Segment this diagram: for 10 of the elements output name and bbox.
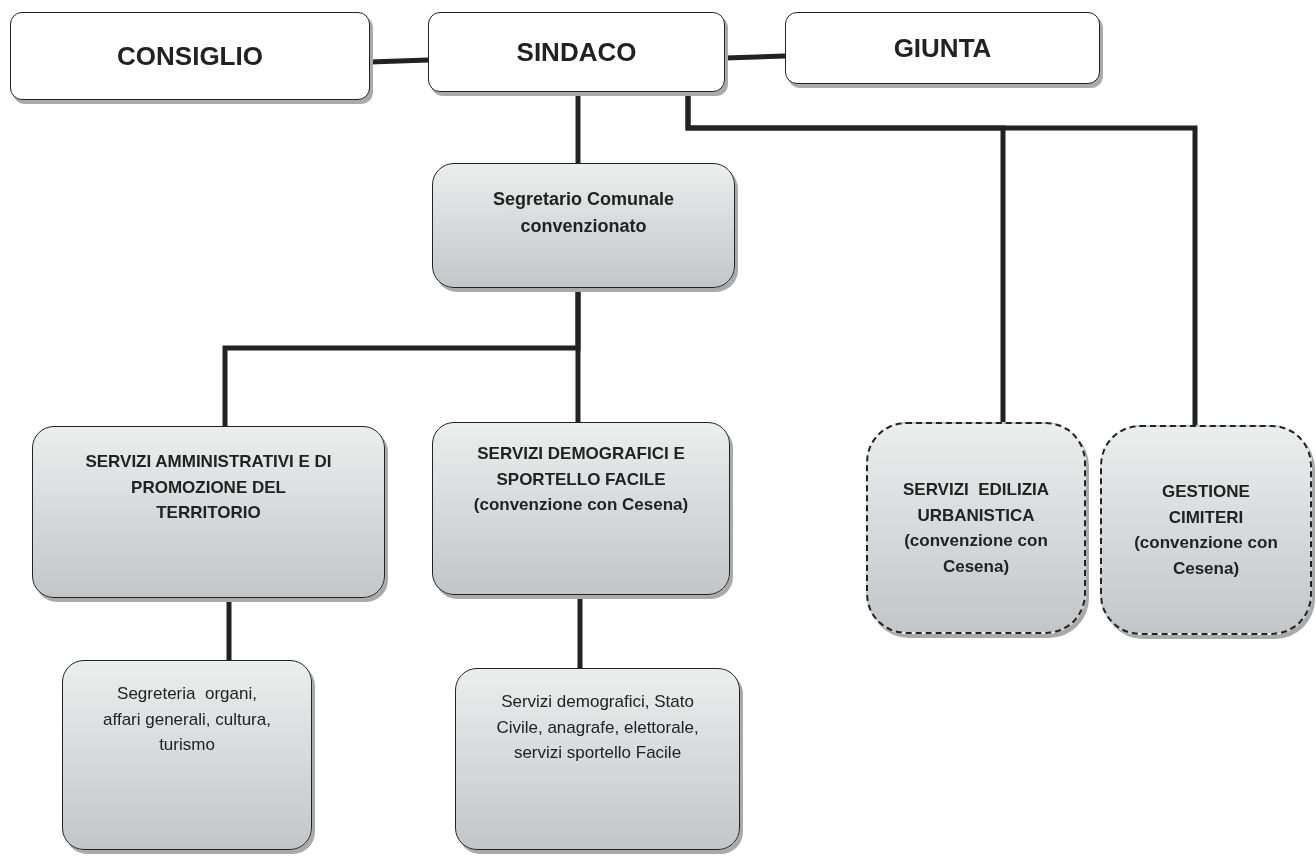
box-label: GIUNTA [893, 31, 992, 65]
box-label: CONSIGLIO [117, 39, 263, 73]
box-label: Servizi demografici, Stato Civile, anagrafe, elettorale, servizi sportello Facile [495, 691, 700, 764]
box-label: Segreteria organi, affari generali, cultura, turismo [102, 683, 272, 756]
box-label: SERVIZI AMMINISTRATIVI E DI PROMOZIONE DEL TERRITORIO [84, 451, 333, 524]
box-label: GESTIONE CIMITERI (convenzione con Cesena) [1133, 481, 1279, 580]
box-label: SERVIZI EDILIZIA URBANISTICA (convenzione con Cesena) [901, 479, 1051, 578]
box-label: SERVIZI DEMOGRAFICI E SPORTELLO FACILE (convenzione con Cesena) [472, 443, 690, 516]
box-label: SINDACO [516, 35, 637, 69]
box-label: Segretario Comunale convenzionato [491, 188, 675, 238]
